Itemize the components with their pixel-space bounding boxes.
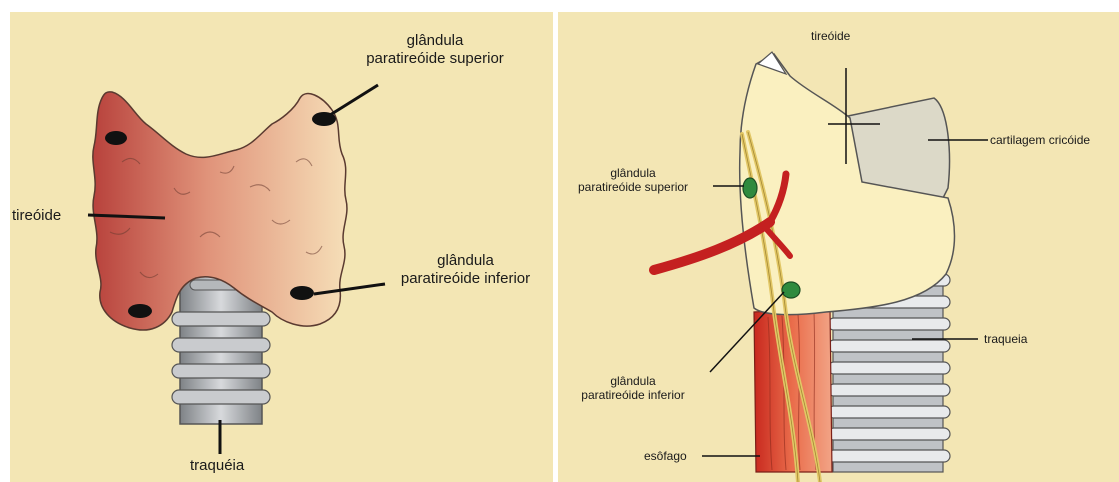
left-inferior-parathyroid-right bbox=[290, 286, 314, 300]
right-lateral-illustration bbox=[558, 12, 1119, 482]
right-cricoid-label: cartilagem cricóide bbox=[990, 133, 1090, 147]
right-thyroid-label: tireóide bbox=[811, 29, 850, 43]
right-superior-parathyroid-label-line1: glândula bbox=[558, 166, 708, 180]
right-trachea-label: traqueia bbox=[984, 332, 1027, 346]
left-trachea-label: traquéia bbox=[190, 457, 244, 475]
left-inferior-parathyroid-label-line1: glândula bbox=[378, 252, 553, 270]
left-thyroid-label: tireóide bbox=[12, 207, 61, 225]
left-inferior-parathyroid-left bbox=[128, 304, 152, 318]
left-superior-parathyroid-label-line2: paratireóide superior bbox=[335, 50, 535, 68]
left-thyroid-illustration bbox=[10, 12, 553, 482]
left-inferior-parathyroid-label: glândula paratireóide inferior bbox=[378, 252, 553, 288]
right-superior-parathyroid-label: glândula paratireóide superior bbox=[558, 166, 708, 195]
right-inferior-parathyroid-label: glândula paratireóide inferior bbox=[558, 374, 708, 403]
right-inferior-parathyroid-label-line1: glândula bbox=[558, 374, 708, 388]
left-superior-parathyroid-left bbox=[105, 131, 127, 145]
right-diagram-panel: tireóide cartilagem cricóide glândula pa… bbox=[558, 12, 1119, 482]
right-esophagus-label: esôfago bbox=[644, 449, 687, 463]
right-inferior-parathyroid-label-line2: paratireóide inferior bbox=[558, 388, 708, 402]
right-superior-parathyroid-label-line2: paratireóide superior bbox=[558, 180, 708, 194]
right-superior-parathyroid bbox=[743, 178, 757, 198]
left-superior-parathyroid-label-line1: glândula bbox=[335, 32, 535, 50]
right-inferior-parathyroid bbox=[782, 282, 800, 298]
left-diagram-panel: tireóide glândula paratireóide superior … bbox=[10, 12, 553, 482]
left-superior-parathyroid-label: glândula paratireóide superior bbox=[335, 32, 535, 68]
left-inferior-parathyroid-label-line2: paratireóide inferior bbox=[378, 270, 553, 288]
